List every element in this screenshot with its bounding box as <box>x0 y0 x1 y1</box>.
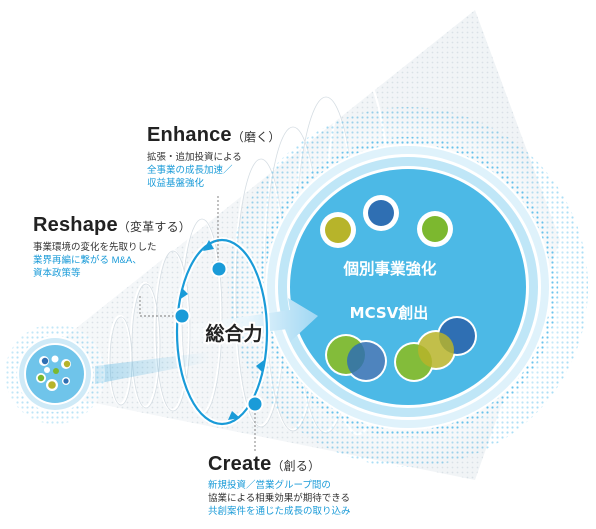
synergy-arrow <box>180 298 318 342</box>
enhance-node <box>210 260 228 278</box>
create-node <box>246 395 264 413</box>
mcsv-circles-left <box>325 334 387 382</box>
enhance-block: Enhance（磨く） 拡張・追加投資による 全事業の成長加速／ 収益基盤強化 <box>147 124 281 190</box>
create-paren: （創る） <box>271 459 321 473</box>
enhance-line-3: 収益基盤強化 <box>147 178 205 189</box>
big-circle <box>267 146 549 428</box>
reshape-paren: （変革する） <box>117 220 191 234</box>
create-line-3: 共創案件を通じた成長の取り込み <box>208 506 351 517</box>
reshape-block: Reshape（変革する） 事業環境の変化を先取りした 業界再編に繋がる M&A… <box>33 214 191 280</box>
create-block: Create（創る） 新規投資／営業グループ間の 協業による相乗効果が期待できる… <box>208 453 351 518</box>
reshape-line-3: 資本政策等 <box>33 268 81 279</box>
cycle-arrowhead-icon <box>203 240 214 251</box>
create-line-2: 協業による相乗効果が期待できる <box>208 493 351 504</box>
enhance-paren: （磨く） <box>231 130 281 144</box>
enhance-line-1: 拡張・追加投資による <box>147 152 242 163</box>
mcsv-circles-right <box>394 316 477 382</box>
cycle-arrowhead-icon <box>228 411 240 420</box>
cycle-arrowhead-icon <box>256 360 264 372</box>
create-line-1: 新規投資／営業グループ間の <box>208 480 331 491</box>
business-circles-top <box>320 195 453 248</box>
create-title: Create（創る） <box>208 453 321 475</box>
total-strength-label: 総合力 <box>205 322 262 345</box>
enhance-title: Enhance（磨く） <box>147 124 281 146</box>
reshape-title: Reshape（変革する） <box>33 214 191 236</box>
reshape-line-2: 業界再編に繋がる M&A、 <box>33 255 142 266</box>
reshape-line-1: 事業環境の変化を先取りした <box>33 242 157 253</box>
leader-lines <box>139 196 256 452</box>
origin-circle <box>5 324 105 424</box>
cycle-arrowhead-icon <box>179 288 188 300</box>
reshape-node <box>173 307 191 325</box>
enhance-line-2: 全事業の成長加速／ <box>147 165 233 176</box>
cycle-nodes <box>173 260 264 413</box>
cycle-ring <box>174 237 270 427</box>
business-strengthening-label: 個別事業強化 <box>342 259 437 278</box>
mcsv-creation-label: MCSV創出 <box>350 304 429 322</box>
